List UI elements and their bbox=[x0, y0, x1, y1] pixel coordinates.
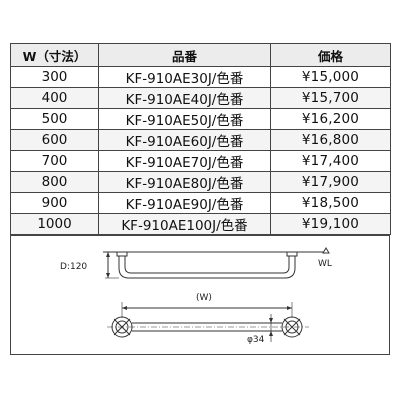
cell-part-number: KF-910AE40J/色番 bbox=[98, 87, 271, 109]
cell-part-number: KF-910AE70J/色番 bbox=[98, 150, 271, 172]
cell-price: ¥17,400 bbox=[270, 150, 391, 172]
cell-price: ¥17,900 bbox=[270, 171, 391, 193]
cell-price: ¥15,000 bbox=[270, 66, 391, 88]
cell-price: ¥16,800 bbox=[270, 129, 391, 151]
header-part-number: 品番 bbox=[98, 43, 271, 67]
cell-width: 300 bbox=[10, 66, 99, 88]
front-view bbox=[107, 302, 309, 342]
table-row: 400 KF-910AE40J/色番 ¥15,700 bbox=[10, 87, 391, 109]
diameter-arrow-top bbox=[269, 318, 273, 323]
cell-width: 900 bbox=[10, 192, 99, 214]
table-row: 600 KF-910AE60J/色番 ¥16,800 bbox=[10, 129, 391, 151]
bar-inner-edge bbox=[124, 256, 290, 274]
table-row: 700 KF-910AE70J/色番 ¥17,400 bbox=[10, 150, 391, 172]
right-mount-flange bbox=[286, 251, 298, 257]
width-arrow-right bbox=[287, 306, 292, 310]
wall-label: WL bbox=[318, 259, 332, 269]
depth-label: D:120 bbox=[60, 262, 87, 272]
cell-part-number: KF-910AE50J/色番 bbox=[98, 108, 271, 130]
header-width: W（寸法） bbox=[10, 43, 99, 67]
diameter-label: φ34 bbox=[247, 335, 265, 345]
side-view bbox=[103, 247, 330, 279]
cell-width: 1000 bbox=[10, 213, 99, 235]
left-mount-flange bbox=[116, 251, 128, 257]
table-row: 300 KF-910AE30J/色番 ¥15,000 bbox=[10, 66, 391, 88]
cell-part-number: KF-910AE100J/色番 bbox=[98, 213, 271, 235]
cell-part-number: KF-910AE80J/色番 bbox=[98, 171, 271, 193]
diameter-arrow-bottom bbox=[269, 331, 273, 336]
cell-part-number: KF-910AE90J/色番 bbox=[98, 192, 271, 214]
table-row: 800 KF-910AE80J/色番 ¥17,900 bbox=[10, 171, 391, 193]
cell-part-number: KF-910AE30J/色番 bbox=[98, 66, 271, 88]
depth-arrow-top bbox=[106, 252, 110, 257]
spec-table: W（寸法） 品番 価格 300 KF-910AE30J/色番 ¥15,000 4… bbox=[10, 43, 391, 235]
cell-price: ¥16,200 bbox=[270, 108, 391, 130]
table-row: 1000 KF-910AE100J/色番 ¥19,100 bbox=[10, 213, 391, 235]
table-header-row: W（寸法） 品番 価格 bbox=[10, 43, 391, 67]
width-label: (W) bbox=[196, 293, 212, 303]
table-row: 900 KF-910AE90J/色番 ¥18,500 bbox=[10, 192, 391, 214]
cell-price: ¥18,500 bbox=[270, 192, 391, 214]
cell-width: 500 bbox=[10, 108, 99, 130]
bar-outer-edge bbox=[118, 256, 296, 279]
wall-level-marker bbox=[322, 247, 330, 254]
cell-part-number: KF-910AE60J/色番 bbox=[98, 129, 271, 151]
table-row: 500 KF-910AE50J/色番 ¥16,200 bbox=[10, 108, 391, 130]
cell-price: ¥15,700 bbox=[270, 87, 391, 109]
width-arrow-left bbox=[122, 306, 127, 310]
cell-width: 700 bbox=[10, 150, 99, 172]
cell-width: 600 bbox=[10, 129, 99, 151]
cell-price: ¥19,100 bbox=[270, 213, 391, 235]
technical-drawing: D:120 WL bbox=[10, 235, 390, 355]
cell-width: 400 bbox=[10, 87, 99, 109]
header-price: 価格 bbox=[270, 43, 391, 67]
cell-width: 800 bbox=[10, 171, 99, 193]
grab-bar-drawing: D:120 WL bbox=[60, 247, 332, 345]
depth-arrow-bottom bbox=[106, 273, 110, 278]
